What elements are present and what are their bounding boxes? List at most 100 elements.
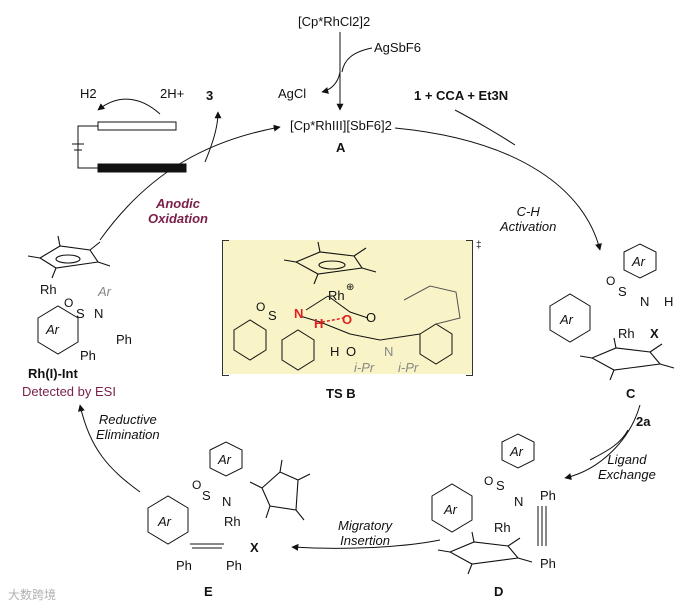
rhint-ph-1: Ph (116, 332, 132, 347)
step-ch-activation: C-H Activation (500, 204, 557, 234)
ts-o-1: O (366, 310, 377, 325)
ts-h-red: H (314, 316, 324, 331)
circuit-wire (77, 125, 98, 169)
d-ph-1: Ph (540, 488, 556, 503)
ts-left-bracket (222, 240, 229, 376)
ts-ipr-1: i-Pr (354, 360, 375, 375)
c-ar: Ar (632, 254, 645, 269)
cp-star-ring-d (437, 531, 533, 575)
detected-by-esi: Detected by ESI (22, 384, 116, 399)
c-label: C (626, 386, 636, 401)
c-x: X (650, 326, 659, 341)
ts-rh-charge: ⊕ (346, 282, 355, 293)
d-ar-ring: Ar (444, 502, 457, 517)
benzene-d (431, 483, 473, 533)
ts-rh: Rh (328, 288, 345, 303)
cathode-plate (97, 163, 187, 173)
cp-star-ring-ts (283, 241, 377, 285)
arrow-rhint-to-a (99, 124, 281, 241)
ts-n-amide: N (384, 344, 394, 359)
d-o: O (484, 474, 494, 488)
arrow-protons-to-h2 (97, 98, 161, 115)
alkene-e (190, 543, 224, 549)
rhint-s: S (76, 306, 85, 321)
watermark: 大数跨境 (8, 588, 57, 602)
e-ar: Ar (218, 452, 231, 467)
precatalyst-label: [Cp*RhCl2]2 (298, 14, 371, 29)
e-label: E (204, 584, 213, 599)
rhint-ar: Ar (98, 284, 111, 299)
arrow-e-to-rhint (77, 404, 141, 493)
ts-o-sulfinyl: O (256, 300, 266, 314)
anode-plate (97, 121, 177, 131)
cp-star-ring-e (249, 459, 311, 521)
e-s: S (202, 488, 211, 503)
ts-o-2: O (346, 344, 357, 359)
benzene-e (147, 495, 189, 545)
catalyst-a-label: A (336, 140, 346, 155)
battery (72, 143, 84, 151)
ts-aryl-ring (419, 323, 453, 365)
ts-b-label: TS B (326, 386, 356, 401)
cp-star-ring-rhint (27, 235, 111, 279)
e-ph-1: Ph (176, 558, 192, 573)
arrow-2a-in (589, 429, 629, 461)
d-ar: Ar (510, 444, 523, 459)
arrow-c-to-d (564, 404, 641, 481)
ts-s: S (268, 308, 277, 323)
arrow-d-to-e (291, 539, 441, 551)
ts-phenyl-2 (281, 329, 315, 371)
rhint-o: O (64, 296, 74, 310)
aryl-circle-d (501, 433, 535, 469)
rhint-ar-ring: Ar (46, 322, 59, 337)
c-n: N (640, 294, 650, 309)
ts-o-red: O (342, 312, 353, 327)
arrow-agsbf6-in (341, 47, 373, 73)
ts-indane (403, 285, 461, 325)
e-o: O (192, 478, 202, 492)
protons-label: 2H+ (160, 86, 185, 101)
c-rh: Rh (618, 326, 635, 341)
step-ligand-exchange: Ligand Exchange (598, 452, 656, 482)
rhint-rh: Rh (40, 282, 57, 297)
ts-dagger: ‡ (476, 240, 482, 251)
rhint-n: N (94, 306, 104, 321)
rhint-ph-2: Ph (80, 348, 96, 363)
step-migratory-insertion: Migratory Insertion (338, 518, 393, 548)
arrow-to-agcl (321, 71, 341, 94)
d-ph-2: Ph (540, 556, 556, 571)
rhint-label: Rh(I)-Int (28, 366, 78, 381)
d-s: S (496, 478, 505, 493)
ts-right-bracket (466, 240, 473, 376)
alkyne-2a-label: 2a (636, 414, 651, 429)
ts-bonds (299, 295, 421, 341)
ts-ipr-2: i-Pr (398, 360, 419, 375)
e-x: X (250, 540, 259, 555)
aryl-circle-c (623, 243, 657, 279)
agcl-label: AgCl (278, 86, 307, 101)
e-ph-2: Ph (226, 558, 242, 573)
e-n: N (222, 494, 232, 509)
active-catalyst-label: [Cp*RhIII][SbF6]2 (290, 118, 392, 133)
ts-phenyl-1 (233, 319, 267, 361)
c-ar-ring: Ar (560, 312, 573, 327)
d-rh: Rh (494, 520, 511, 535)
arrow-reagents-in (454, 109, 516, 146)
benzene-rhint (37, 305, 79, 355)
reagents-label: 1 + CCA + Et3N (414, 88, 509, 103)
step-anodic-oxidation: Anodic Oxidation (148, 196, 208, 226)
e-ar-ring: Ar (158, 514, 171, 529)
aryl-circle-e (209, 441, 243, 477)
cp-star-ring-c (579, 337, 675, 381)
arrow-a-to-c (394, 127, 602, 251)
alkyne-triple-bond (537, 506, 547, 546)
c-s: S (618, 284, 627, 299)
ts-h-bond (321, 317, 345, 323)
e-rh: Rh (224, 514, 241, 529)
h2-label: H2 (80, 86, 97, 101)
c-h: H (664, 294, 674, 309)
c-o: O (606, 274, 616, 288)
arrow-product-out (204, 111, 222, 163)
